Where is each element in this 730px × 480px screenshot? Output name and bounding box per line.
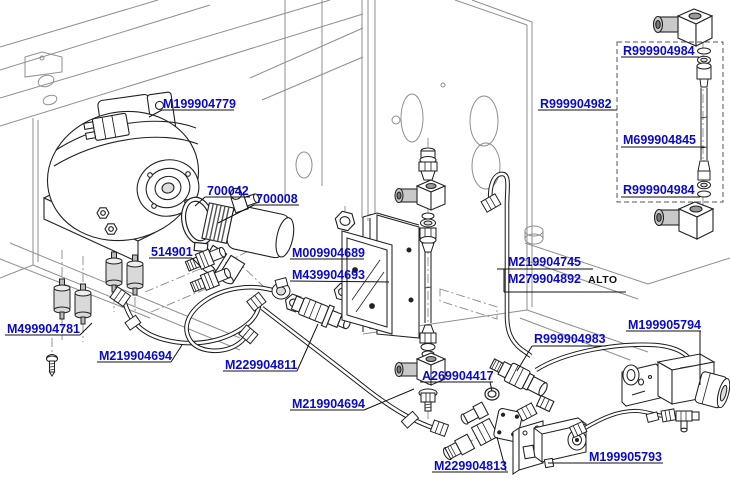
center-pipe-assembly <box>394 147 447 412</box>
part-link-M219904745[interactable]: M219904745 <box>508 255 581 269</box>
part-link-R999904984-bottom[interactable]: R999904984 <box>623 183 695 197</box>
part-link-M499904781[interactable]: M499904781 <box>7 322 80 336</box>
inlet-elbow-bottom <box>653 201 715 240</box>
hose-solenoids-fittings <box>568 408 677 439</box>
check-valve <box>489 358 555 413</box>
part-link-R999904983[interactable]: R999904983 <box>534 332 606 346</box>
hose-upper <box>121 299 262 346</box>
alto-note: ALTO <box>587 274 618 286</box>
hose-vertical-long <box>480 171 533 358</box>
nipple-fittings <box>184 246 231 293</box>
motor-pump-unit <box>42 91 200 263</box>
part-link-R999904982[interactable]: R999904982 <box>540 97 612 111</box>
vibration-mounts <box>53 251 144 325</box>
pipe-kit <box>696 47 712 198</box>
part-link-M199905794[interactable]: M199905794 <box>628 318 701 332</box>
part-link-700042[interactable]: 700042 <box>207 184 249 198</box>
part-link-R999904984-top[interactable]: R999904984 <box>623 44 695 58</box>
part-link-M699904845[interactable]: M699904845 <box>623 133 696 147</box>
part-link-M219904694-b[interactable]: M219904694 <box>292 397 365 411</box>
part-link-M009904689[interactable]: M009904689 <box>292 246 365 260</box>
pipe-kit-group-box <box>616 41 724 203</box>
part-link-700008[interactable]: 700008 <box>256 192 298 206</box>
part-link-M199905793[interactable]: M199905793 <box>589 450 662 464</box>
part-link-M199904779[interactable]: M199904779 <box>163 97 236 111</box>
mounting-bracket <box>341 212 420 339</box>
label-leader-lines <box>5 56 705 473</box>
part-link-M229904813[interactable]: M229904813 <box>434 459 507 473</box>
part-link-A269904417[interactable]: A269904417 <box>422 369 494 383</box>
part-link-514901[interactable]: 514901 <box>151 245 193 259</box>
mount-screw <box>46 354 58 377</box>
hose-fittings <box>109 276 450 438</box>
part-link-M279904892-number[interactable]: M279904892 <box>508 272 581 286</box>
hose-loop <box>184 284 273 354</box>
part-link-M229904811[interactable]: M229904811 <box>225 358 298 372</box>
expansion-valve <box>290 295 351 330</box>
solenoid-valve-right <box>621 353 730 433</box>
part-link-M219904694-a[interactable]: M219904694 <box>99 349 172 363</box>
inlet-elbow-top <box>652 8 714 47</box>
part-link-M439904693[interactable]: M439904693 <box>292 268 365 282</box>
part-link-M279904892[interactable]: M279904892 ALTO <box>508 272 618 287</box>
